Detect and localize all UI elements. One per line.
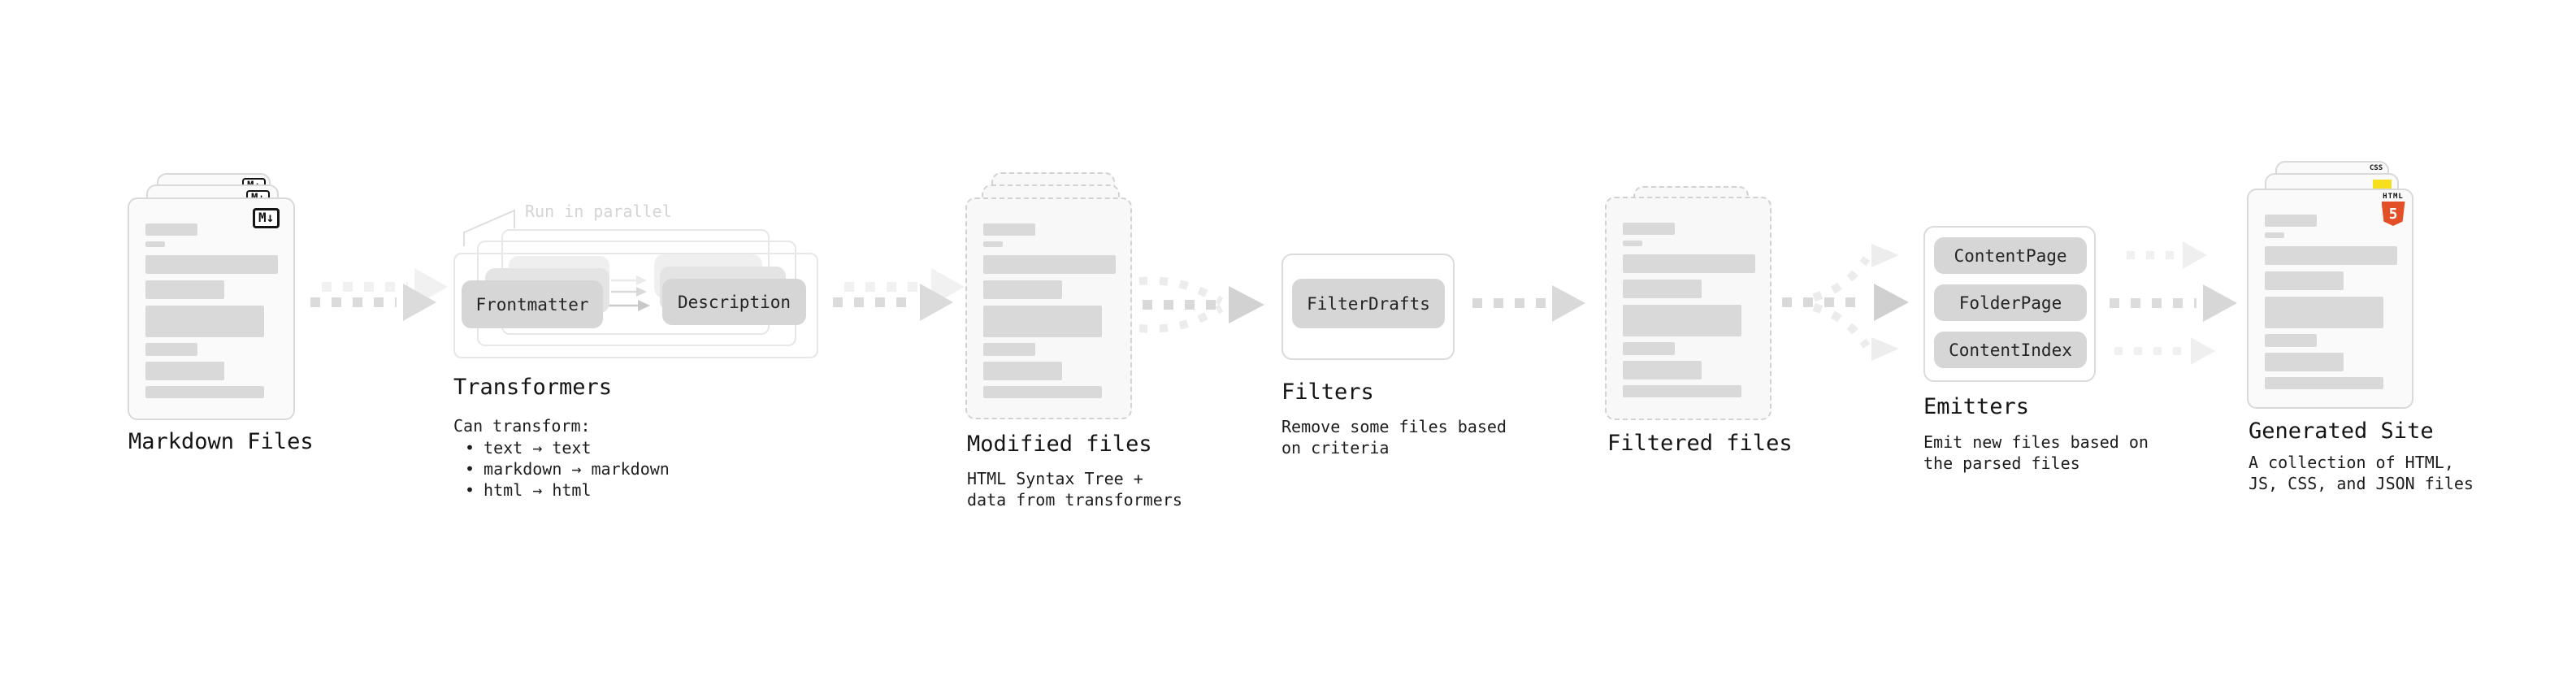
placeholder-bar	[2265, 232, 2284, 238]
placeholder-bar	[145, 306, 264, 337]
generated-site-label: Generated Site	[2249, 419, 2434, 444]
filters-desc-2: on criteria	[1281, 438, 1390, 458]
placeholder-bar	[1623, 305, 1741, 336]
filtered-file-card	[1605, 197, 1772, 420]
markdown-icon: M↓	[253, 208, 280, 228]
placeholder-bar	[145, 280, 224, 299]
placeholder-bar	[2265, 271, 2344, 290]
filters-label: Filters	[1281, 380, 1374, 405]
transformer-box-front	[453, 253, 818, 358]
generated-site-desc-1: A collection of HTML,	[2249, 453, 2454, 472]
emitters-label: Emitters	[1923, 394, 2030, 419]
arrow-transformers-to-modified	[833, 284, 953, 321]
placeholder-bar	[145, 343, 197, 356]
content-index-pill: ContentIndex	[1934, 332, 2087, 368]
modified-files-desc-1: HTML Syntax Tree +	[967, 469, 1143, 488]
arrow-filters-to-filtered	[1472, 285, 1585, 322]
transformers-bullet-2: • markdown → markdown	[465, 459, 670, 479]
placeholder-bar	[1623, 254, 1755, 273]
placeholder-bar	[1623, 223, 1675, 235]
transformer-parallel-arrow-middle	[611, 287, 647, 297]
placeholder-bar	[1623, 280, 1702, 298]
placeholder-bar	[2265, 215, 2317, 227]
arrow-emitters-to-site-middle	[2110, 284, 2237, 322]
placeholder-bar	[983, 362, 1062, 380]
placeholder-bar	[983, 386, 1102, 398]
content-page-pill: ContentPage	[1934, 237, 2087, 274]
transformers-bullet-3: • html → html	[465, 480, 592, 500]
folder-page-pill: FolderPage	[1934, 284, 2087, 321]
emitters-desc-1: Emit new files based on	[1923, 432, 2149, 452]
transformer-parallel-arrow-top	[611, 275, 647, 285]
filters-desc-1: Remove some files based	[1281, 417, 1507, 436]
placeholder-bar	[2265, 377, 2383, 389]
placeholder-bar	[983, 223, 1035, 236]
html5-icon: HTML 5	[2379, 193, 2408, 226]
arrow-emitters-to-site-top	[2127, 241, 2207, 269]
run-in-parallel-leader-line	[463, 209, 515, 246]
bullet-text: markdown → markdown	[484, 459, 670, 479]
placeholder-bar	[2265, 334, 2317, 347]
placeholder-bar	[2265, 353, 2344, 371]
filtered-files-label: Filtered files	[1607, 431, 1793, 456]
placeholder-bar	[145, 223, 197, 236]
placeholder-bar	[145, 255, 278, 274]
transformers-bullet-1: • text → text	[465, 438, 592, 458]
css-icon-text: CSS	[2369, 164, 2383, 172]
bullet-text: html → html	[484, 480, 592, 500]
placeholder-bar	[145, 386, 264, 398]
site-file-card-html: HTML 5	[2247, 189, 2413, 409]
arrow-markdown-to-transformers	[310, 284, 436, 321]
placeholder-bar	[1623, 241, 1642, 246]
generated-site-desc-2: JS, CSS, and JSON files	[2249, 474, 2474, 493]
filter-drafts-pill: FilterDrafts	[1292, 279, 1445, 328]
placeholder-bar	[983, 255, 1116, 274]
bullet-dot: •	[465, 480, 475, 500]
html5-icon-word: HTML	[2383, 193, 2404, 201]
js-icon	[2373, 180, 2392, 189]
placeholder-bar	[145, 241, 165, 247]
placeholder-bar	[983, 280, 1062, 299]
markdown-file-card: M↓	[128, 197, 295, 420]
bullet-dot: •	[465, 438, 475, 458]
markdown-files-label: Markdown Files	[128, 429, 314, 454]
placeholder-bar	[145, 362, 224, 380]
placeholder-bar	[983, 343, 1035, 356]
placeholder-bar	[2265, 297, 2383, 328]
transformer-parallel-arrow-bottom	[608, 300, 650, 311]
modified-file-card	[965, 197, 1132, 419]
arrow-modified-to-filters	[1138, 276, 1264, 333]
arrow-emitters-to-site-bottom	[2114, 337, 2215, 365]
transformers-desc-title: Can transform:	[453, 416, 591, 436]
placeholder-bar	[1623, 385, 1741, 397]
transformers-label: Transformers	[453, 375, 613, 400]
html5-icon-shield: 5	[2381, 202, 2405, 226]
placeholder-bar	[2265, 246, 2397, 265]
placeholder-bar	[983, 306, 1102, 337]
emitters-desc-2: the parsed files	[1923, 453, 2080, 473]
description-pill: Description	[662, 279, 806, 325]
placeholder-bar	[1623, 361, 1702, 380]
frontmatter-pill: Frontmatter	[462, 280, 603, 328]
modified-files-desc-2: data from transformers	[967, 490, 1182, 510]
modified-files-label: Modified files	[967, 432, 1152, 457]
run-in-parallel-note: Run in parallel	[525, 202, 672, 221]
placeholder-bar	[1623, 342, 1675, 355]
bullet-dot: •	[465, 459, 475, 479]
bullet-text: text → text	[484, 438, 592, 458]
placeholder-bar	[983, 241, 1003, 247]
arrow-filtered-to-emitters	[1782, 244, 1909, 361]
